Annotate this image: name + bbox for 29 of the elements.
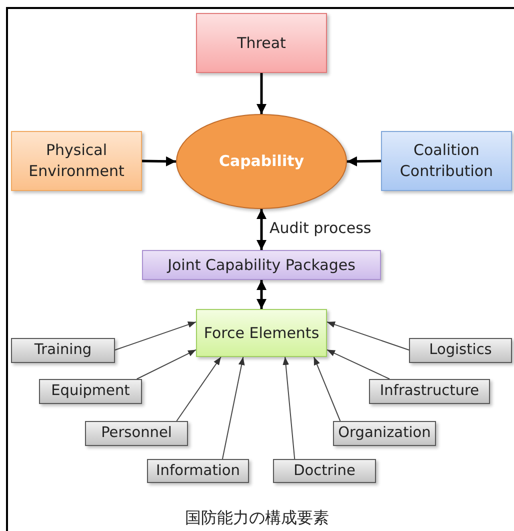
element-box: Organization: [333, 421, 436, 446]
arrow: [142, 156, 176, 166]
element-box: Doctrine: [273, 459, 376, 483]
process-box: Physical Environment: [11, 131, 142, 191]
arrow: [176, 356, 222, 422]
capability-ellipse: Capability: [176, 114, 347, 209]
element-box: Infrastructure: [369, 379, 490, 404]
arrow: [326, 349, 390, 380]
arrow: [136, 349, 196, 380]
process-box: Threat: [196, 13, 327, 73]
element-box: Logistics: [409, 338, 512, 363]
arrow: [256, 73, 266, 114]
arrow: [256, 209, 266, 250]
arrow: [222, 356, 245, 460]
process-box: Force Elements: [196, 309, 327, 357]
arrow: [326, 321, 410, 350]
arrow: [313, 356, 341, 422]
caption: 国防能力の構成要素: [185, 508, 329, 527]
element-box: Information: [147, 459, 249, 483]
process-box: Coalition Contribution: [381, 131, 512, 191]
element-box: Equipment: [39, 379, 142, 404]
edge-label: Audit process: [270, 218, 372, 236]
arrow: [256, 280, 266, 309]
arrow: [282, 356, 296, 460]
element-box: Personnel: [85, 421, 188, 446]
process-box: Joint Capability Packages: [142, 250, 381, 280]
element-box: Training: [11, 338, 115, 363]
arrow: [114, 321, 196, 350]
arrow: [346, 156, 382, 166]
